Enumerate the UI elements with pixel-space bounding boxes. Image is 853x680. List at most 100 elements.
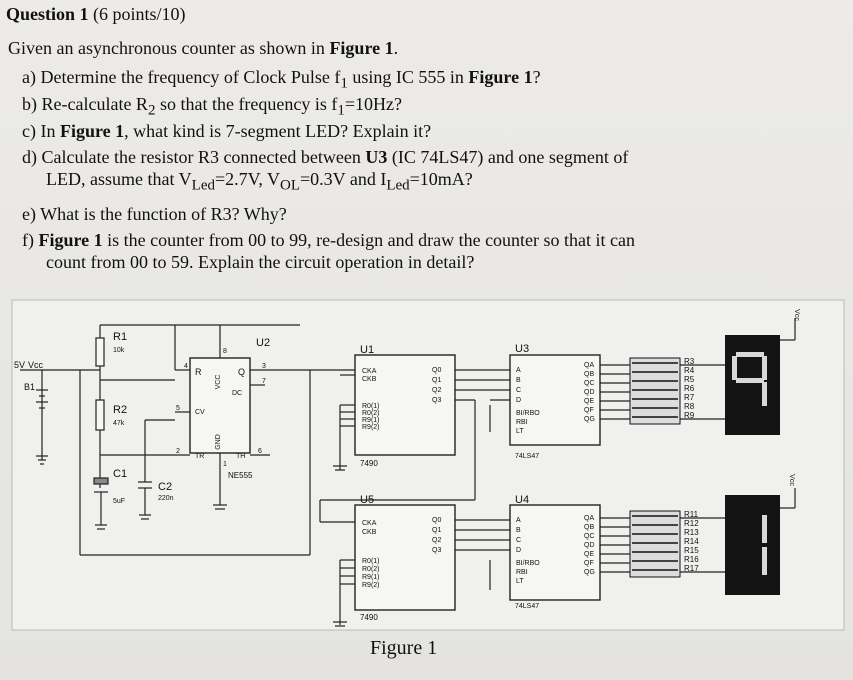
intro-pre: Given an asynchronous counter as shown i… (8, 38, 330, 58)
intro-post: . (393, 38, 399, 58)
u3-c: C (516, 387, 521, 394)
qb-pre: b) Re-calculate R (22, 94, 148, 114)
u5-r92: R9(2) (362, 582, 380, 589)
question-header: Question 1 (6 points/10) (6, 4, 186, 25)
label-r1: R1 (113, 331, 127, 343)
res-r15: R15 (684, 546, 699, 555)
u3-qg: QG (584, 416, 595, 423)
res-r11: R11 (684, 510, 699, 519)
u5-q2: Q2 (432, 537, 441, 544)
qb-post: =10Hz? (344, 94, 403, 114)
qd-vled: =2.7V, V (214, 169, 280, 189)
pin-th: TH (236, 453, 245, 460)
pin-tr: TR (195, 453, 204, 460)
label-u4: U4 (515, 494, 529, 506)
pinnum-th: 6 (258, 448, 262, 455)
u3-qa: QA (584, 362, 594, 369)
res-r5: R5 (684, 375, 695, 384)
qa-post: ? (532, 67, 541, 87)
question-b: b) Re-calculate R2 so that the frequency… (22, 93, 402, 122)
u5-q3: Q3 (432, 547, 441, 554)
question-e: e) What is the function of R3? Why? (22, 203, 287, 225)
qb-mid: so that the frequency is f (155, 94, 338, 114)
label-r1-val: 10k (113, 347, 125, 354)
question-points: (6 points/10) (93, 4, 186, 24)
qa-sub: 1 (340, 75, 348, 92)
u4-qg: QG (584, 569, 595, 576)
u4-qf: QF (584, 560, 594, 567)
res-r3: R3 (684, 357, 695, 366)
u3-b: B (516, 377, 521, 384)
u5-r02: R0(2) (362, 566, 380, 573)
pinnum-gnd: 1 (223, 461, 227, 468)
pin-dc: DC (232, 390, 242, 397)
label-u1: U1 (360, 344, 374, 356)
seven-seg-top (725, 335, 780, 435)
pin-r: R (195, 367, 202, 377)
question-d: d) Calculate the resistor R3 connected b… (22, 146, 628, 197)
label-u3: U3 (515, 343, 529, 355)
qd-pre: d) Calculate the resistor R3 connected b… (22, 147, 366, 167)
label-vcc: Vcc (28, 360, 44, 370)
qd-subiled: Led (386, 177, 410, 194)
res-r8: R8 (684, 402, 695, 411)
u4-qe: QE (584, 551, 594, 558)
qa-ref: Figure 1 (468, 67, 533, 87)
pinnum-cv: 5 (176, 405, 180, 412)
u5-q1: Q1 (432, 527, 441, 534)
res-r16: R16 (684, 555, 699, 564)
pin-q: Q (238, 367, 245, 377)
u3-qc: QC (584, 380, 595, 387)
res-r6: R6 (684, 384, 695, 393)
u3-a: A (516, 367, 521, 374)
question-c: c) In Figure 1, what kind is 7-segment L… (22, 120, 431, 142)
u1-r01: R0(1) (362, 403, 380, 410)
label-supply: 5V (14, 360, 25, 370)
u1-r02: R0(2) (362, 410, 380, 417)
label-u5: U5 (360, 494, 374, 506)
qf-line2: count from 00 to 59. Explain the circuit… (46, 252, 475, 272)
u3-lt: LT (516, 428, 524, 435)
u4-qd: QD (584, 542, 595, 549)
label-c2: C2 (158, 481, 172, 493)
u3-d: D (516, 397, 521, 404)
qc-ref: Figure 1 (59, 121, 125, 141)
label-c1: C1 (113, 468, 127, 480)
label-r2-val: 47k (113, 420, 125, 427)
u4-qc: QC (584, 533, 595, 540)
u4-a: A (516, 517, 521, 524)
qa-pre: a) Determine the frequency of Clock Puls… (22, 67, 341, 87)
qd-vol: =0.3V and I (300, 169, 387, 189)
qd-subol: OL (280, 177, 300, 194)
u3-qb: QB (584, 371, 594, 378)
pinnum-tr: 2 (176, 448, 180, 455)
u4-lt: LT (516, 578, 524, 585)
qf-ref: Figure 1 (38, 230, 103, 250)
qb-sub: 2 (147, 102, 156, 119)
intro-text: Given an asynchronous counter as shown i… (8, 38, 398, 59)
u4-rbi: RBI (516, 569, 528, 576)
label-u1-part: 7490 (360, 459, 378, 468)
u1-ckb: CKB (362, 376, 377, 383)
u4-qa: QA (584, 515, 594, 522)
qb-sub2: 1 (337, 102, 345, 119)
u5-r01: R0(1) (362, 558, 380, 565)
question-a: a) Determine the frequency of Clock Puls… (22, 66, 541, 95)
res-r12: R12 (684, 519, 699, 528)
res-r14: R14 (684, 537, 699, 546)
qc-pre: c) In (22, 121, 60, 141)
u4-b: B (516, 527, 521, 534)
u3-qe: QE (584, 398, 594, 405)
res-r7: R7 (684, 393, 695, 402)
res-r4: R4 (684, 366, 695, 375)
u5-r91: R9(1) (362, 574, 380, 581)
pinnum-q: 3 (262, 363, 266, 370)
qd-iled: =10mA? (409, 169, 473, 189)
circuit-diagram: 5V Vcc B1 R1 10k R2 47k C1 5uF C2 220n U… (11, 299, 845, 631)
u5-cka: CKA (362, 520, 377, 527)
u3-rbi: RBI (516, 419, 528, 426)
label-battery: B1 (24, 382, 35, 392)
u1-q1: Q1 (432, 377, 441, 384)
question-title: Question 1 (6, 4, 89, 24)
